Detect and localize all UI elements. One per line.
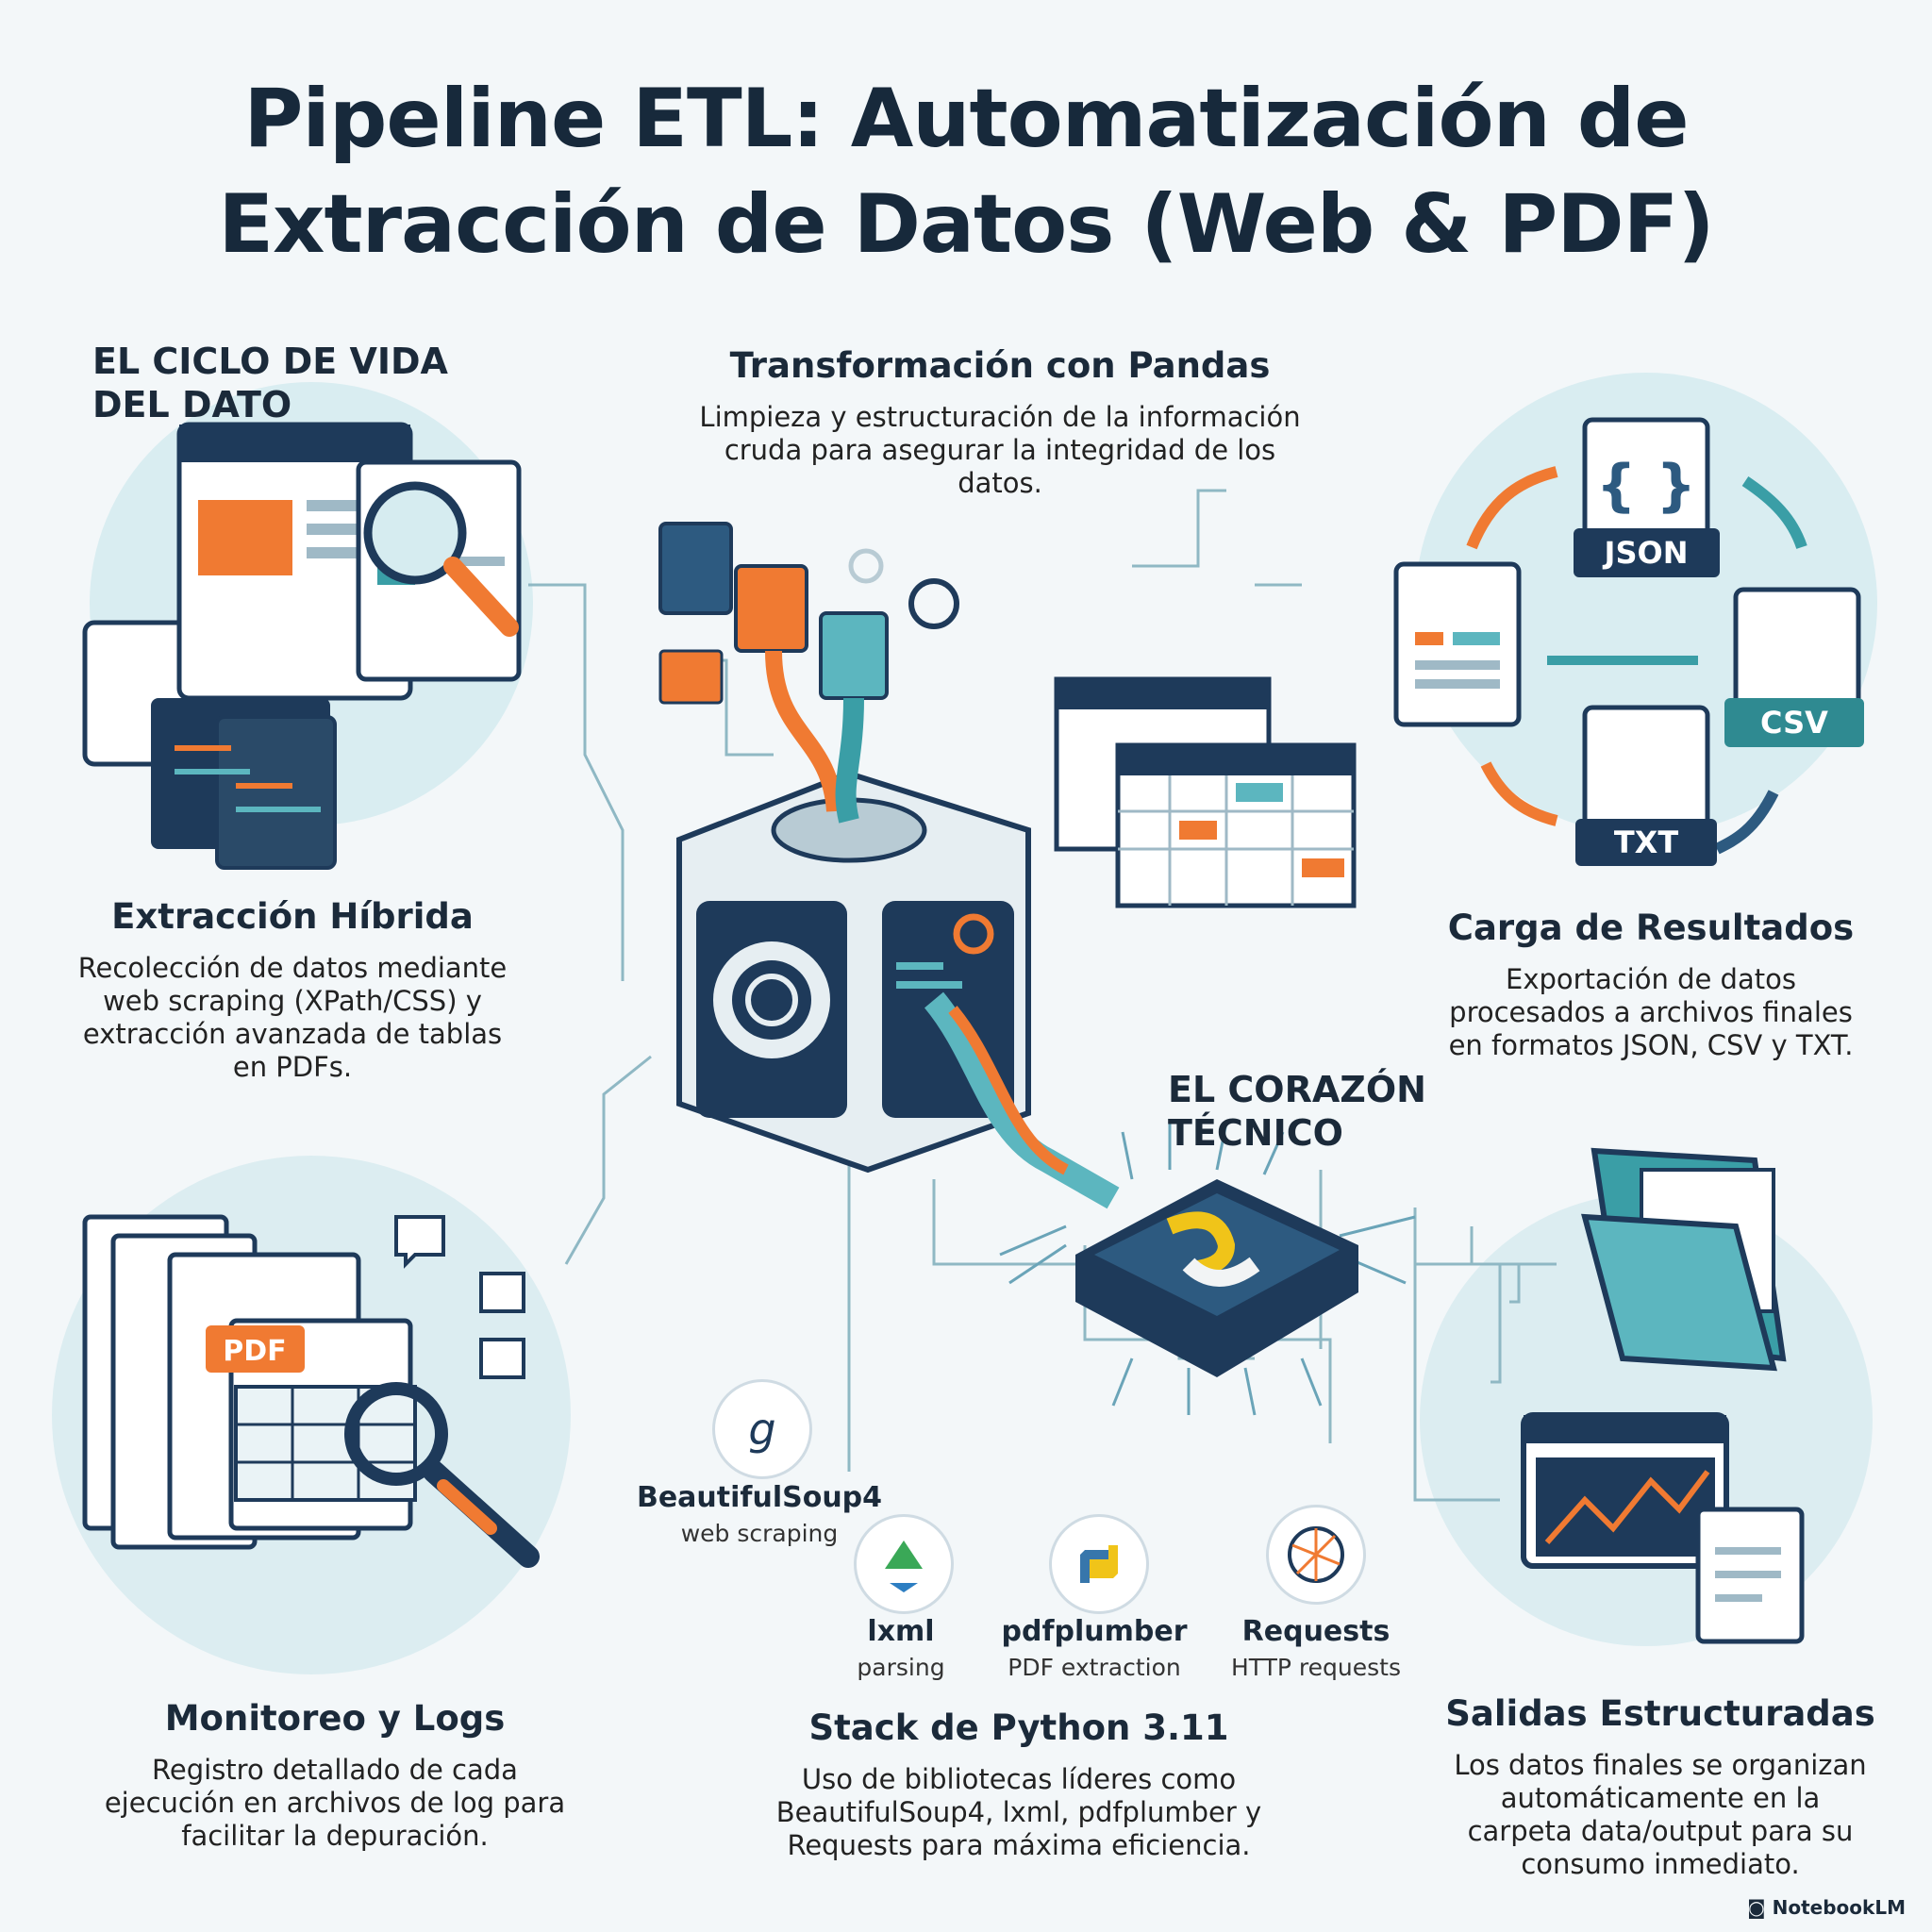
- notebook-icon: ◙: [1747, 1896, 1773, 1919]
- load-desc: Exportación de datos procesados a archiv…: [1448, 963, 1854, 1061]
- magnifier-icon: [363, 481, 467, 585]
- page-title-line2: Extracción de Datos (Web & PDF): [218, 177, 1714, 272]
- lib-sub: HTTP requests: [1231, 1654, 1401, 1681]
- lib-beautifulsoup4: BeautifulSoup4 web scraping: [623, 1481, 896, 1547]
- lib-lxml: lxml parsing: [811, 1615, 991, 1681]
- python-chip: [999, 1122, 1416, 1416]
- watermark-text: NotebookLM: [1772, 1896, 1906, 1919]
- lib-name: Requests: [1241, 1615, 1391, 1648]
- monitor-section: Monitoreo y Logs Registro detallado de c…: [90, 1698, 580, 1853]
- lib-name: BeautifulSoup4: [636, 1481, 883, 1514]
- braces-icon: { }: [1596, 453, 1696, 519]
- core-header-line2: TÉCNICO: [1168, 1112, 1343, 1154]
- lib-name: pdfplumber: [1001, 1615, 1188, 1648]
- recycle-icon: [854, 1514, 954, 1614]
- outputs-section: Salidas Estructuradas Los datos finales …: [1443, 1693, 1877, 1881]
- watermark: ◙ NotebookLM: [1747, 1896, 1906, 1919]
- stack-section: Stack de Python 3.11 Uso de bibliotecas …: [774, 1707, 1264, 1862]
- gear-icon-small: [908, 578, 959, 629]
- lifecycle-header: EL CICLO DE VIDA DEL DATO: [92, 340, 448, 426]
- core-header-line1: EL CORAZÓN: [1168, 1069, 1426, 1110]
- wrench-icon: [344, 1382, 448, 1486]
- page-title: Pipeline ETL: Automatización de Extracci…: [0, 66, 1932, 277]
- csv-label: CSV: [1760, 705, 1828, 741]
- outputs-title: Salidas Estructuradas: [1445, 1693, 1875, 1734]
- gear-icon: [953, 913, 994, 955]
- extract-title: Extracción Híbrida: [111, 896, 474, 937]
- network-icon: [1266, 1505, 1366, 1605]
- load-title: Carga de Resultados: [1447, 908, 1855, 948]
- lifecycle-header-line2: DEL DATO: [92, 384, 292, 425]
- lifecycle-header-line1: EL CICLO DE VIDA: [92, 341, 448, 382]
- svg-text:g: g: [748, 1404, 775, 1455]
- json-label: JSON: [1603, 535, 1689, 571]
- outputs-desc: Los datos finales se organizan automátic…: [1454, 1749, 1867, 1880]
- lib-sub: parsing: [857, 1654, 945, 1681]
- txt-label: TXT: [1614, 824, 1679, 860]
- transform-section: Transformación con Pandas Limpieza y est…: [660, 345, 1340, 500]
- lib-requests: Requests HTTP requests: [1208, 1615, 1424, 1681]
- transform-title: Transformación con Pandas: [729, 345, 1271, 386]
- page-title-line1: Pipeline ETL: Automatización de: [243, 72, 1689, 166]
- extract-desc: Recolección de datos mediante web scrapi…: [77, 952, 508, 1083]
- outputs-illustration: [1521, 1147, 1805, 1644]
- monitor-title: Monitoreo y Logs: [164, 1698, 506, 1739]
- browser-illustration: [82, 422, 522, 870]
- lib-sub: PDF extraction: [1008, 1654, 1181, 1681]
- processing-cube: [676, 770, 1120, 1209]
- lib-name: lxml: [867, 1615, 935, 1648]
- extract-section: Extracción Híbrida Recolección de datos …: [66, 896, 519, 1084]
- file-cycle: [1393, 417, 1861, 855]
- load-section: Carga de Resultados Exportación de datos…: [1443, 908, 1858, 1062]
- python-icon: [1049, 1514, 1149, 1614]
- pdf-label: PDF: [223, 1335, 286, 1368]
- lib-pdfplumber: pdfplumber PDF extraction: [986, 1615, 1203, 1681]
- stack-title: Stack de Python 3.11: [808, 1707, 1229, 1748]
- pdf-stack-illustration: [82, 1214, 540, 1568]
- dataframe-tables: [1054, 676, 1357, 908]
- soup-icon: g: [712, 1379, 812, 1479]
- core-header: EL CORAZÓN TÉCNICO: [1168, 1068, 1426, 1155]
- transform-desc: Limpieza y estructuración de la informac…: [699, 401, 1301, 499]
- monitor-desc: Registro detallado de cada ejecución en …: [104, 1754, 566, 1852]
- data-blocks: [658, 522, 959, 824]
- lib-sub: web scraping: [680, 1520, 839, 1547]
- stack-desc: Uso de bibliotecas líderes como Beautifu…: [775, 1763, 1262, 1861]
